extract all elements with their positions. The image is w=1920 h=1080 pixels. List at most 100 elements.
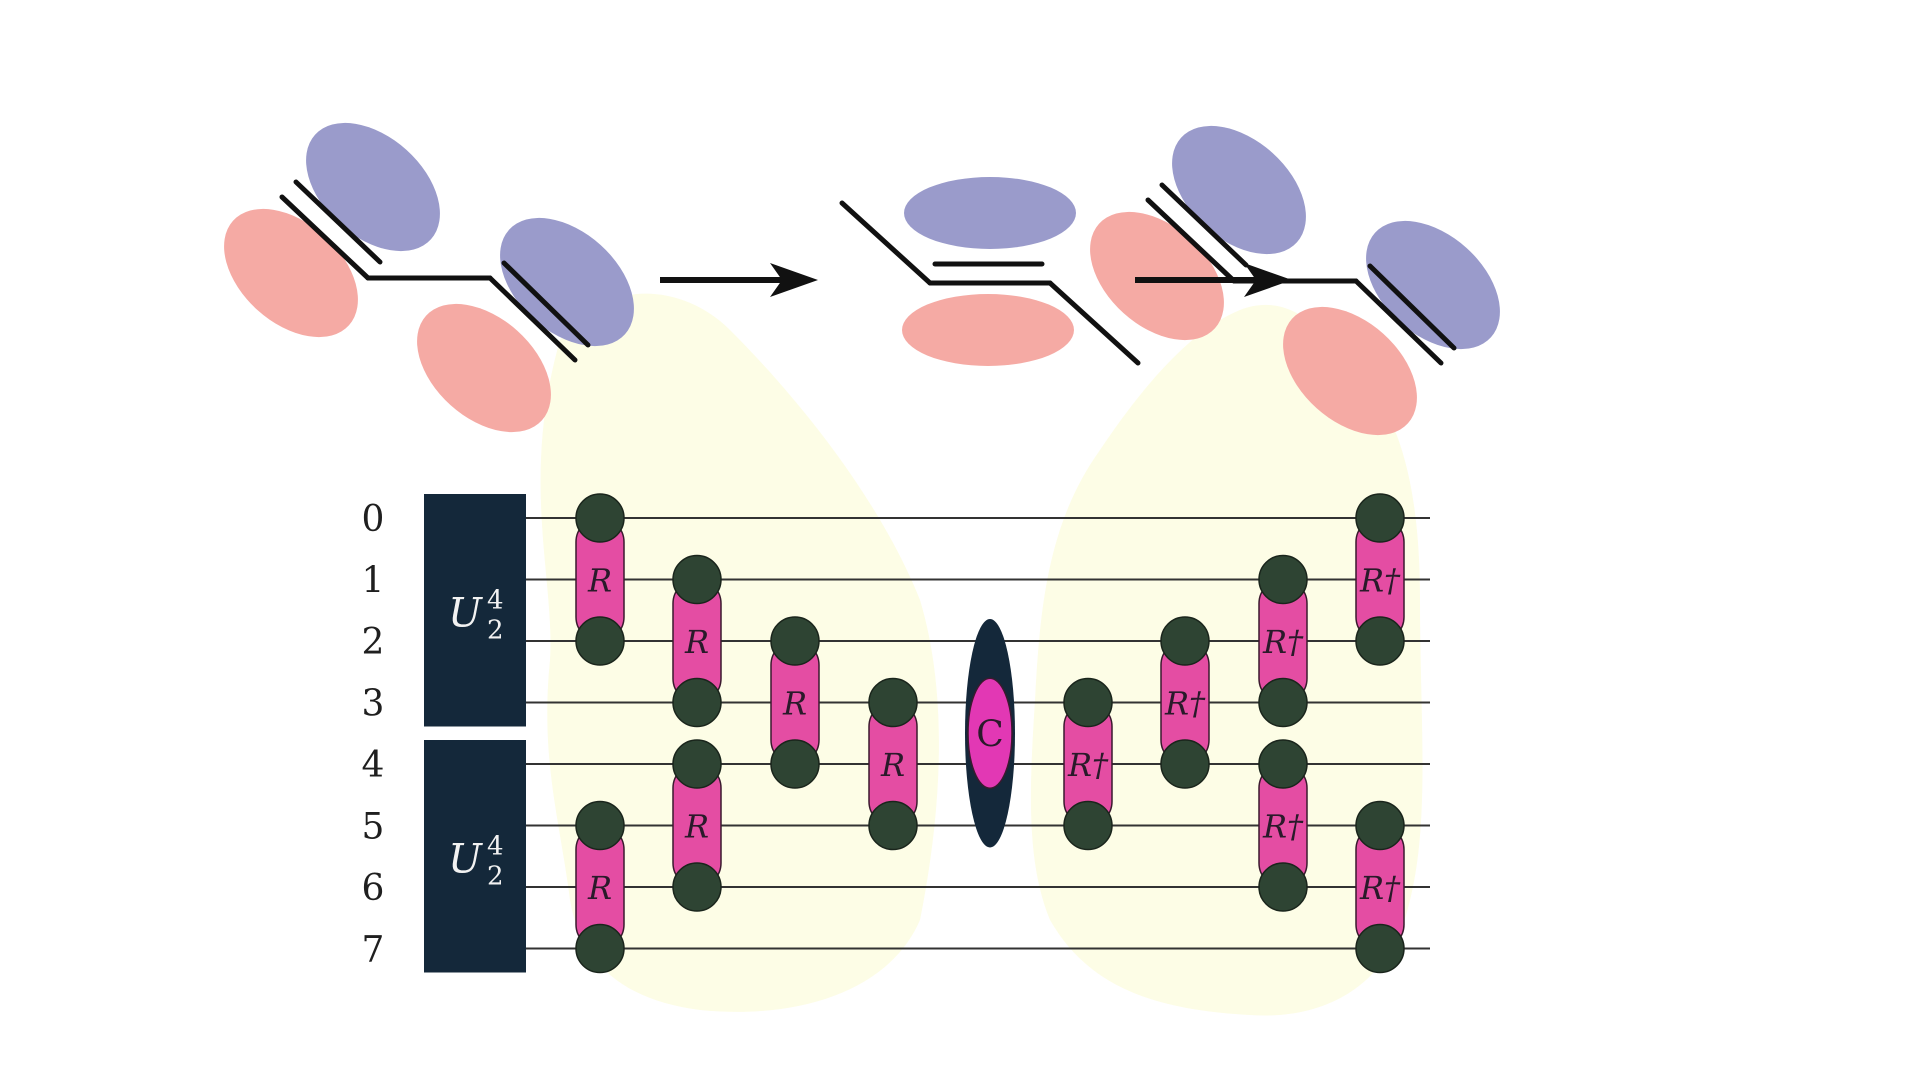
orbital-lobe-red [1283,306,1417,436]
double-bond-2b [1367,263,1457,351]
gate-node-top [1355,800,1405,851]
gate-node-top [1063,677,1113,728]
arrow-head [770,263,818,297]
gate-label: R [880,746,905,784]
double-bond-2b [501,260,591,348]
gate-label: R† [1164,685,1206,723]
gate-node-bottom [575,923,625,974]
molecule-row [224,122,1500,436]
forward-gate-2: R [575,800,625,974]
highlight-regions [540,293,1423,1016]
orbital-lobe-red [224,208,358,338]
forward-gate-6: R [868,677,918,851]
qubit-label-1: 1 [362,561,385,602]
center-gate-inner [967,677,1013,789]
block-label: U [448,836,483,882]
gate-label: R [587,869,612,907]
gate-node-bottom [1063,800,1113,851]
qubit-labels: 0 1 2 3 4 5 6 7 [362,499,385,971]
double-bond-2a [487,275,578,363]
gate-node-top [1160,616,1210,666]
block-subscript: 2 [487,861,504,891]
block-rect [424,494,526,727]
center-gate-label: C [976,714,1004,755]
inverse-gate-3: R† [1258,554,1308,728]
arrow-head [1244,263,1292,297]
gate-node-top [575,493,625,543]
gate-node-bottom [672,677,722,728]
gate-node-bottom [672,862,722,912]
two-qubit-gates: R R R R R R R† R† R† R† R† R† [575,493,1405,974]
orbital-lobe-blue [500,217,634,347]
gate-label: R [782,685,807,723]
gate-node-top [868,677,918,728]
gate-node-top [1258,554,1308,605]
reaction-arrow-2 [1135,263,1292,297]
arrow-row [660,263,1292,297]
gate-label: R [587,562,612,600]
qubit-label-6: 6 [362,868,385,909]
orbital-lobe-blue [904,177,1076,249]
qubit-label-7: 7 [362,930,385,971]
gate-node-bottom [868,800,918,851]
double-bond-1a [1145,197,1237,284]
orbital-lobe-blue [1366,220,1500,350]
inverse-gate-4: R† [1258,739,1308,912]
block-rect [424,740,526,973]
qubit-label-4: 4 [362,745,385,786]
gate-node-top [1258,739,1308,789]
transition-state [839,177,1141,366]
gate-node-bottom [770,739,820,789]
gate-label: R† [1262,623,1304,661]
qubit-label-5: 5 [362,807,385,848]
double-bond-1b [1159,182,1249,268]
gate-label: R† [1359,869,1401,907]
highlight-blob-left [540,293,939,1012]
gate-node-bottom [1258,862,1308,912]
qubit-label-0: 0 [362,499,385,540]
forward-gate-5: R [770,616,820,789]
gate-label: R† [1067,746,1109,784]
inverse-gate-2: R† [1160,616,1210,789]
orbital-lobe-red [417,303,551,433]
gate-node-bottom [1355,616,1405,666]
orbital-lobe-red [902,294,1074,366]
inverse-gate-5: R† [1355,493,1405,666]
gate-label: R† [1262,808,1304,846]
gate-node-bottom [1258,677,1308,728]
block-superscript: 4 [487,585,504,615]
gate-node-top [672,739,722,789]
qubit-label-3: 3 [362,684,385,725]
forward-gate-4: R [672,739,722,912]
single-bond-left [839,200,933,286]
block-label: U [448,590,483,636]
gate-label: R [684,623,709,661]
single-bond-right [1047,280,1141,366]
double-bond-1a [279,194,371,281]
gate-node-top [1355,493,1405,543]
forward-gate-1: R [575,493,625,666]
inverse-gate-1: R† [1063,677,1113,851]
gate-node-top [770,616,820,666]
block-superscript: 4 [487,831,504,861]
highlight-blob-right [1030,304,1423,1016]
gate-label: R† [1359,562,1401,600]
inverse-gate-6: R† [1355,800,1405,974]
product [1090,125,1500,436]
gate-node-top [575,800,625,851]
center-gate: C [965,619,1015,848]
orbital-lobe-blue [306,122,440,252]
reactant [224,122,634,433]
qubit-label-2: 2 [362,622,385,663]
gate-label: R [684,808,709,846]
gate-node-top [672,554,722,605]
orbital-lobe-red [1090,211,1224,341]
double-bond-1b [293,179,383,265]
gate-node-bottom [1355,923,1405,974]
block-subscript: 2 [487,615,504,645]
